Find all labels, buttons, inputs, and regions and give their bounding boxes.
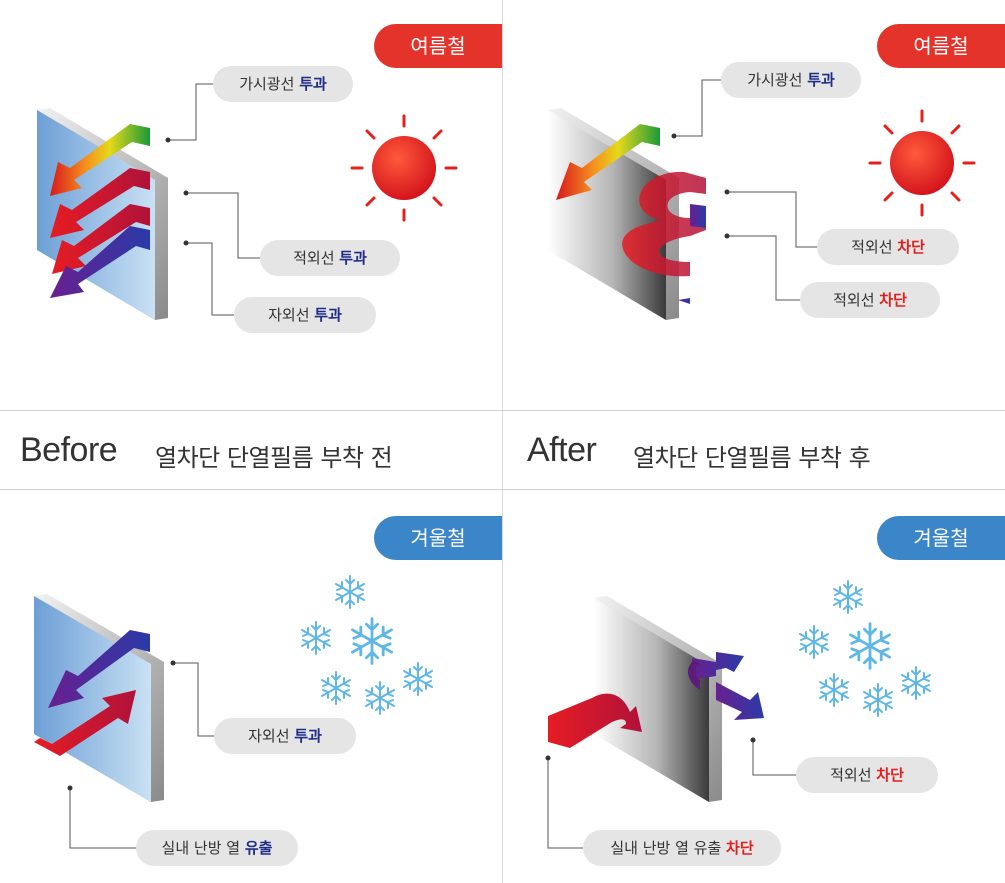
label-infrared-block: 적외선 차단 — [800, 282, 940, 318]
label-infrared-block: 적외선 차단 — [817, 229, 959, 265]
sun-icon — [350, 114, 458, 222]
after-summer-reflected-ray — [622, 171, 706, 304]
snowflake-icon — [350, 617, 394, 665]
label-infrared-block: 적외선 차단 — [796, 757, 938, 793]
after-winter-snow — [799, 580, 931, 717]
before-summer-visible-ray — [50, 124, 150, 196]
before-winter-snow — [301, 575, 433, 715]
season-tag-winter: 겨울철 — [374, 516, 502, 560]
section-titles: Before 열차단 단열필름 부착 전 After 열차단 단열필름 부착 후 — [0, 411, 1005, 489]
before-winter-uv-ray — [48, 630, 150, 708]
before-title: Before — [20, 431, 118, 469]
snowflake-icon — [819, 673, 849, 707]
label-ultraviolet-pass: 자외선 투과 — [214, 718, 356, 754]
snowflake-icon — [301, 621, 331, 655]
snowflake-icon — [901, 666, 931, 700]
season-tag-winter: 겨울철 — [877, 516, 1005, 560]
season-tag-summer: 여름철 — [374, 24, 502, 68]
snowflake-icon — [833, 580, 863, 614]
season-tag-summer: 여름철 — [877, 24, 1005, 68]
top-divider — [0, 410, 1005, 411]
snowflake-icon — [321, 671, 351, 705]
snowflake-icon — [799, 625, 829, 659]
before-summer-ir-ray — [50, 168, 150, 274]
snowflake-icon — [335, 575, 365, 609]
after-summer-visible-ray — [556, 124, 660, 200]
label-visible-light-pass: 가시광선 투과 — [213, 66, 353, 102]
before-winter-heat-ray — [34, 690, 136, 756]
after-winter-uv-ray — [687, 652, 764, 720]
before-summer-uv-ray — [50, 226, 150, 298]
label-indoor-heat-loss: 실내 난방 열 유출 — [136, 830, 298, 866]
label-indoor-heat-loss-block: 실내 난방 열 유출 차단 — [583, 830, 781, 866]
label-visible-light-pass: 가시광선 투과 — [721, 62, 861, 98]
before-subtitle: 열차단 단열필름 부착 전 — [155, 444, 393, 472]
after-winter-heat-ray — [548, 693, 642, 748]
snowflake-icon — [403, 662, 433, 696]
snowflake-icon — [863, 683, 893, 717]
bottom-divider — [0, 489, 1005, 490]
label-ultraviolet-pass: 자외선 투과 — [234, 297, 376, 333]
vertical-divider — [502, 0, 503, 883]
after-subtitle: 열차단 단열필름 부착 후 — [633, 444, 871, 472]
snowflake-icon — [849, 622, 891, 670]
label-infrared-pass: 적외선 투과 — [260, 240, 400, 276]
after-title: After — [527, 431, 597, 469]
sun-icon — [868, 109, 976, 217]
snowflake-icon — [365, 681, 395, 715]
after-winter-window — [594, 596, 722, 802]
